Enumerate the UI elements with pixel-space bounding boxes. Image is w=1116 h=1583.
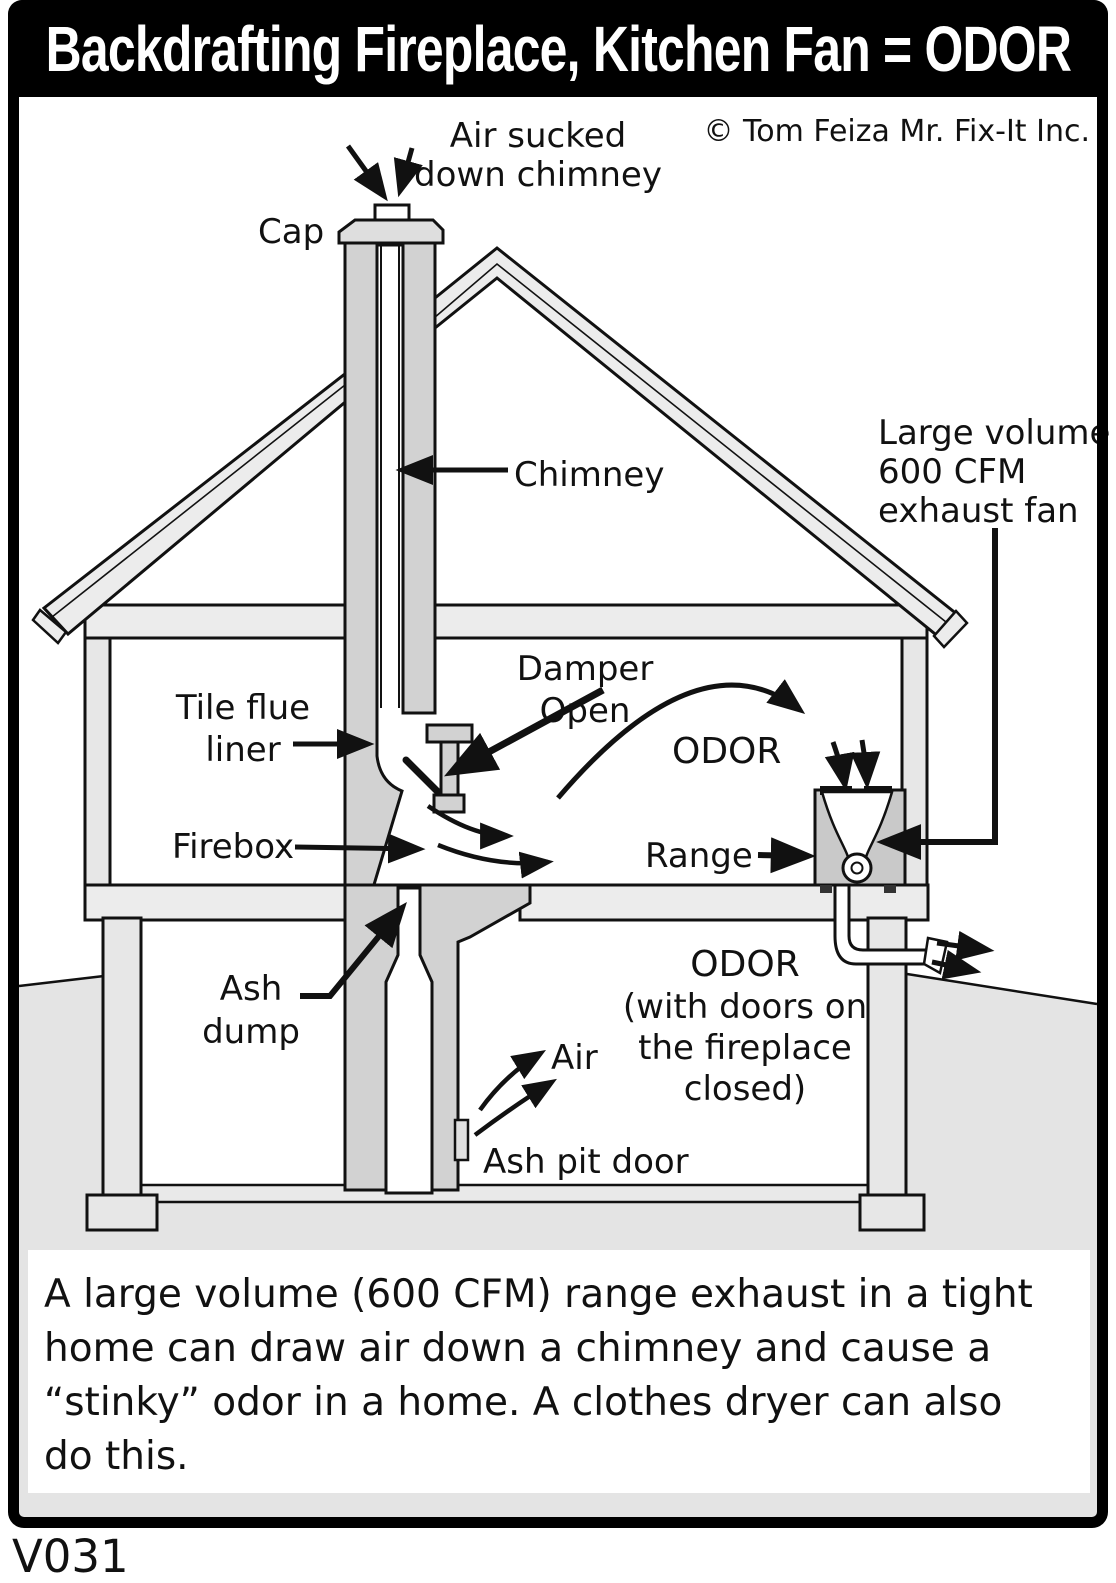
label-chimney: Chimney [514,455,664,495]
basement-air-arrow [473,1078,557,1137]
caption-line: do this. [44,1434,189,1479]
firebox-air-arrow [426,804,514,850]
air-down-arrow [393,147,423,198]
odor-into-hood [850,739,881,790]
label-ash-dump: dump [202,1012,300,1052]
odor-into-hood [824,741,855,792]
caption-line: “stinky” odor in a home. A clothes dryer… [44,1380,1003,1425]
copyright: © Tom Feiza Mr. Fix-It Inc. [703,114,1090,149]
roof [31,246,969,649]
first-floor [83,883,930,922]
air-down-arrow [345,144,388,202]
label-ash-pit-door: Ash pit door [483,1142,689,1182]
damper-blade [402,756,441,795]
caption-line: A large volume (600 CFM) range exhaust i… [44,1272,1033,1317]
caption-line: home can draw air down a chimney and cau… [44,1326,992,1371]
label-firebox: Firebox [172,827,294,867]
label-odor-doors-closed: the fireplace [638,1028,852,1068]
title-bar: Backdrafting Fireplace, Kitchen Fan = OD… [8,0,1108,97]
attic-floor [83,603,929,640]
page-title: Backdrafting Fireplace, Kitchen Fan = OD… [45,12,1071,85]
ash-dump-pointer [300,901,407,999]
basement-air-arrow [478,1049,546,1112]
label-fan: 600 CFM [878,452,1026,492]
exhaust-out-arrow [936,930,995,961]
label-odor-doors-closed: ODOR [690,944,799,985]
ash-pit-door [453,1118,470,1162]
basement [139,918,870,1204]
caption-box [28,1250,1090,1493]
label-damper: Open [540,691,631,731]
chimney [337,203,445,890]
label-fan: Large volume [878,413,1110,453]
label-odor-doors-closed: (with doors on [623,987,867,1027]
label-tile-flue-liner: liner [205,730,280,770]
damper-pointer [444,686,605,777]
fan-pointer [876,528,998,860]
figure-code: V031 [12,1530,129,1583]
label-air: Air [551,1038,598,1078]
caption-text: A large volume (600 CFM) range exhaust i… [44,1268,1074,1484]
label-range: Range [645,836,753,876]
label-air-sucked: Air sucked [450,116,626,156]
exhaust-out-arrow [931,949,982,980]
label-ash-dump: Ash [220,969,283,1009]
firebox-air-arrow [437,842,554,879]
range-pointer [757,837,816,874]
label-cap: Cap [258,212,324,252]
labels: © Tom Feiza Mr. Fix-It Inc. Air sucked d… [172,114,1110,1182]
odor-arc [556,679,806,800]
label-odor-doors-closed: closed) [684,1069,806,1109]
arrows [293,144,998,1137]
firebox-pointer [294,833,426,864]
label-damper: Damper [517,649,654,689]
label-fan: exhaust fan [878,491,1079,531]
label-tile-flue-liner: Tile flue [175,688,310,728]
label-odor: ODOR [672,731,781,772]
fan-blower [841,852,873,884]
label-air-sucked: down chimney [414,155,662,195]
